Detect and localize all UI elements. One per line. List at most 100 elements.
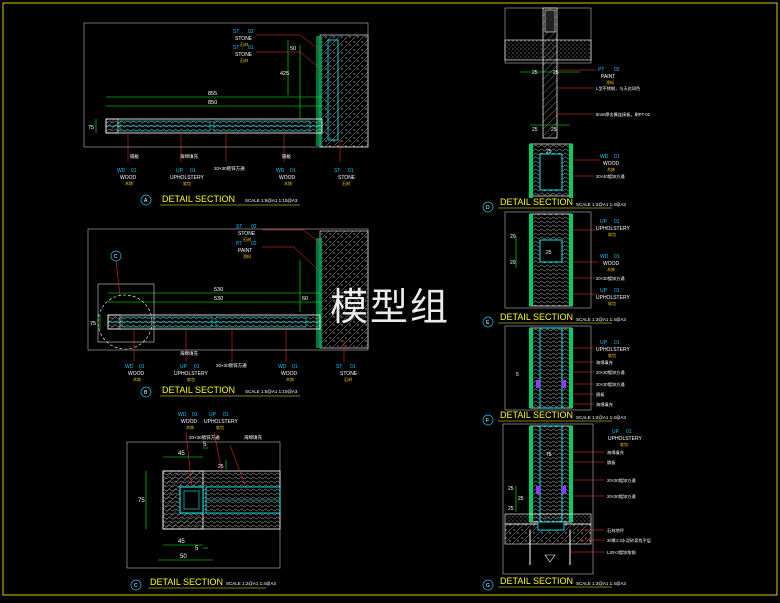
view-b-tag-st01-num: 01 bbox=[350, 364, 356, 370]
view-g-note-2: 隔板 bbox=[607, 459, 616, 466]
view-c-tag-wd01-num: 01 bbox=[192, 412, 198, 418]
view-c-tag-wd01-sub: 木饰 bbox=[186, 424, 194, 430]
view-c-tag-up01-name: UPHOLSTERY bbox=[204, 419, 238, 425]
view-b-tag-st01-sub: 石材 bbox=[344, 376, 352, 382]
view-b-tag-wd01-right-sub: 木饰 bbox=[286, 376, 294, 382]
view-g-scale: SCALE 1:2@A1 1:4@A3 bbox=[576, 581, 626, 586]
view-a-tag-wd01-right-num: 01 bbox=[290, 168, 296, 174]
view-g-tag-up01: UP 01 UPHOLSTERY 软包 bbox=[608, 429, 642, 447]
view-b-tag-pt02: PT 02 PAINT 涂料 bbox=[236, 241, 257, 259]
view-a-tag-up01-num: 01 bbox=[190, 168, 196, 174]
view-e-tag-up01-bottom-code: UP bbox=[600, 288, 608, 294]
view-c-tag-up01-code: UP bbox=[209, 412, 217, 418]
view-b-tag-st01-name: STONE bbox=[340, 371, 358, 377]
view-a-note-2: 海绵填充 bbox=[180, 153, 198, 160]
view-d-dim-5: 25 bbox=[546, 149, 552, 155]
view-g-note-5: 石材地坪 bbox=[607, 527, 624, 534]
view-b-tag-wd01-right: WD 01 WOOD 木饰 bbox=[278, 364, 298, 382]
view-e-tag-up01-bottom: UP 01 UPHOLSTERY 软包 bbox=[596, 288, 630, 306]
view-e-tag-wd01: WD 01 WOOD 木饰 bbox=[600, 254, 620, 272]
view-a-tag-wd01-right-name: WOOD bbox=[279, 175, 295, 181]
view-a-tag-wd01-left-code: WD bbox=[117, 168, 126, 174]
view-d-tag-wd01-num: 01 bbox=[614, 154, 620, 160]
view-b-tag-pt02-sub: 涂料 bbox=[243, 253, 251, 259]
view-a-tag-st01-bottom: ST 01 STONE 石材 bbox=[334, 168, 356, 186]
view-c-tag-wd01-name: WOOD bbox=[181, 419, 197, 425]
view-e-tag-up01-top-sub: 软包 bbox=[608, 231, 616, 237]
view-d-tag-pt02: PT 02 PAINT 涂料 bbox=[598, 67, 620, 85]
view-c-tag-up01-num: 01 bbox=[223, 412, 229, 418]
view-b-note-1: 海绵填充 bbox=[180, 350, 198, 357]
view-a-dim-850: 850 bbox=[208, 100, 217, 106]
view-b-detail: C 530 530 75 60 ST bbox=[87, 224, 369, 398]
view-b-tag-up01-num: 01 bbox=[194, 364, 200, 370]
view-d-note-1: L型不锈钢，与天花同色 bbox=[596, 85, 641, 92]
view-b-tag-up01-sub: 软包 bbox=[187, 376, 195, 382]
view-d-tag-wd01: WD 01 WOOD 木饰 bbox=[600, 154, 620, 172]
view-e-tag-up01-bottom-num: 01 bbox=[614, 288, 620, 294]
view-a-dim-425: 425 bbox=[280, 71, 289, 77]
view-e-tag-up01-top-name: UPHOLSTERY bbox=[596, 226, 630, 232]
view-d-note-3: 20×40镀锌方通 bbox=[596, 173, 625, 180]
view-a-tag-st01-top-name: STONE bbox=[235, 52, 253, 58]
view-c-dim-45-bottom: 45 bbox=[178, 539, 185, 545]
view-f-tag-up01-code: UP bbox=[600, 340, 608, 346]
view-g-note-1: 海绵填充 bbox=[607, 449, 624, 456]
view-g-tag-up01-num: 01 bbox=[626, 429, 632, 435]
view-c-dim-50: 50 bbox=[180, 554, 187, 560]
view-b-tag-st02: ST 02 STONE 石材 bbox=[236, 224, 257, 242]
view-g-bubble: G bbox=[486, 583, 490, 589]
view-g-dim-25a: 25 bbox=[508, 486, 514, 492]
view-c-detail: 45 5 45 5 50 75 25 WD 01 WOOD 木饰 UP 01 U… bbox=[126, 412, 281, 591]
view-a-tag-wd01-right-code: WD bbox=[276, 168, 285, 174]
view-e-tag-up01-top-code: UP bbox=[600, 219, 608, 225]
view-c-dim-5-bottom: 5 bbox=[195, 546, 199, 552]
view-f-title: DETAIL SECTION bbox=[500, 410, 573, 420]
view-e-dim-2: 25 bbox=[546, 250, 552, 256]
view-e-dim-1: 20 bbox=[510, 234, 516, 240]
view-d-dim-3: 25 bbox=[532, 127, 538, 133]
view-c-tag-wd01: WD 01 WOOD 木饰 bbox=[178, 412, 198, 430]
view-b-tag-pt02-name: PAINT bbox=[238, 248, 252, 254]
right-column-details: 25 25 25 25 25 PT 02 PAINT 涂料 L型不锈钢，与天花同… bbox=[482, 7, 651, 591]
view-a-tag-st02: ST 02 STONE 石材 bbox=[233, 29, 254, 47]
view-c-dim-75: 75 bbox=[138, 498, 145, 504]
view-a-tag-up01: UP 01 UPHOLSTERY 软包 bbox=[170, 168, 204, 186]
view-b-tag-wd01-right-num: 01 bbox=[292, 364, 298, 370]
view-a-note-4: 隔板 bbox=[282, 153, 291, 160]
view-a-tag-up01-sub: 软包 bbox=[183, 180, 191, 186]
view-f-tag-up01: UP 01 UPHOLSTERY 软包 bbox=[596, 340, 630, 358]
view-d-title: DETAIL SECTION bbox=[500, 197, 573, 207]
view-f-dim-1: 5 bbox=[516, 372, 519, 378]
view-d-dim-1: 25 bbox=[532, 70, 538, 76]
view-a-tag-st01-bottom-code: ST bbox=[334, 168, 340, 174]
view-d-tag-wd01-code: WD bbox=[600, 154, 609, 160]
view-e-dim-3: 20 bbox=[510, 260, 516, 266]
view-b-tag-st01-code: ST bbox=[336, 364, 342, 370]
view-f-tag-up01-num: 01 bbox=[614, 340, 620, 346]
view-d-dim-2: 25 bbox=[553, 70, 559, 76]
view-f-note-1: 海绵填充 bbox=[596, 359, 613, 366]
view-b-dim-75: 75 bbox=[90, 321, 96, 327]
view-b-tag-up01-code: UP bbox=[180, 364, 188, 370]
view-f-note-4: 隔板 bbox=[596, 391, 605, 398]
view-a-tag-wd01-left: WD 01 WOOD 木饰 bbox=[117, 168, 137, 186]
view-b-tag-st02-sub: 石材 bbox=[243, 236, 251, 242]
view-d-tag-pt02-name: PAINT bbox=[601, 74, 615, 80]
view-a-dim-75: 75 bbox=[88, 125, 94, 131]
view-b-title: DETAIL SECTION bbox=[162, 385, 235, 395]
view-b-tag-wd01-left: WD 01 WOOD 木饰 bbox=[125, 364, 145, 382]
view-b-tag-wd01-right-name: WOOD bbox=[281, 371, 297, 377]
view-a-bubble: A bbox=[144, 198, 148, 204]
view-a-tag-wd01-right: WD 01 WOOD 木饰 bbox=[276, 168, 296, 186]
view-c-dim-5-top: 5 bbox=[203, 442, 207, 448]
view-g-tag-up01-code: UP bbox=[612, 429, 620, 435]
view-c-tag-up01: UP 01 UPHOLSTERY 软包 bbox=[204, 412, 238, 430]
view-a-tag-st02-code: ST bbox=[233, 29, 239, 35]
view-a-tag-st01-bottom-sub: 石材 bbox=[342, 180, 350, 186]
view-c-title: DETAIL SECTION bbox=[150, 577, 223, 587]
view-b-tag-wd01-left-code: WD bbox=[125, 364, 134, 370]
view-f-scale: SCALE 1:2@A1 1:4@A3 bbox=[576, 415, 626, 420]
